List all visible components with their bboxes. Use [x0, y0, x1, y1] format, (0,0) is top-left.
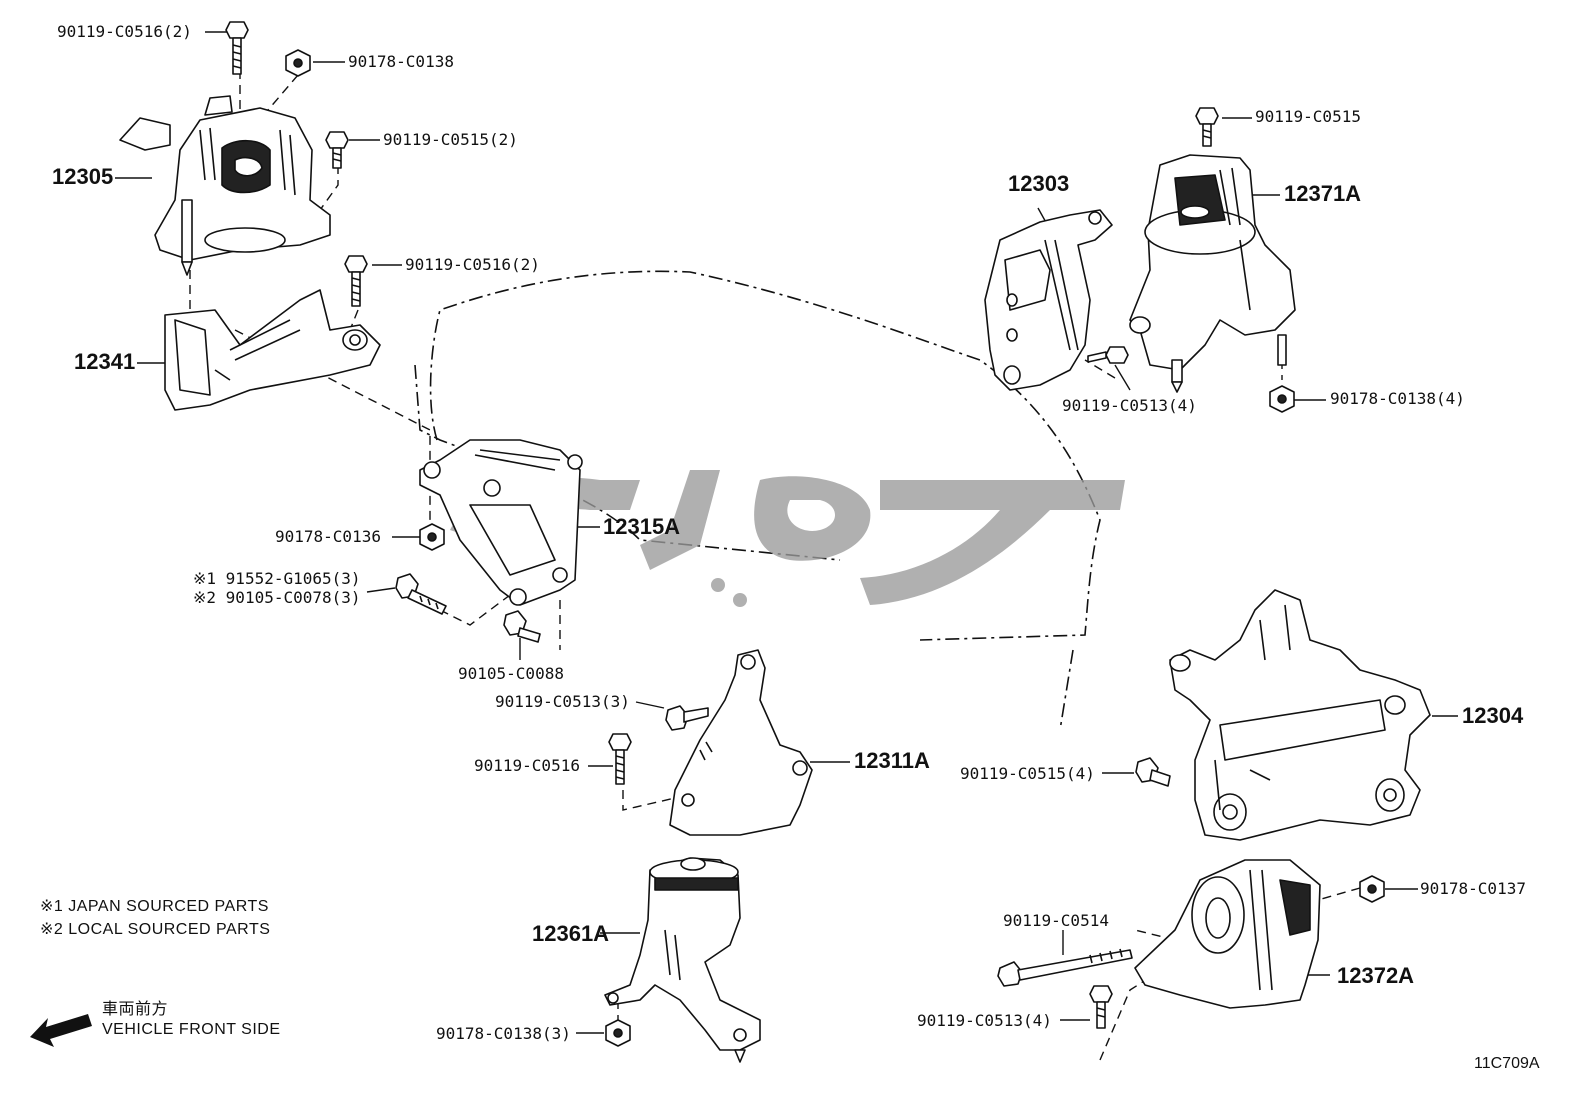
bolt-90119-C0514[interactable]	[997, 948, 1133, 987]
callout-12341: 12341	[74, 349, 136, 374]
bolt-90119-C0516-lower[interactable]	[608, 733, 632, 785]
callout-12311A: 12311A	[854, 748, 930, 773]
callout-90178-C0137: 90178-C0137	[1420, 879, 1526, 898]
callout-12304: 12304	[1462, 703, 1524, 728]
callout-90178-C0138-3: 90178-C0138(3)	[436, 1024, 571, 1043]
engine-outline-lower	[1059, 649, 1074, 731]
nut-90178-C0137[interactable]	[1359, 875, 1385, 903]
part-12361A-mount[interactable]	[604, 857, 761, 1063]
callout-90119-C0515-2: 90119-C0515(2)	[383, 130, 518, 149]
bolt-90119-C0515-upper[interactable]	[325, 131, 349, 169]
diagram-code: 11C709A	[1474, 1055, 1540, 1072]
engine-outline	[429, 270, 1101, 641]
callout-90119-C0515-4: 90119-C0515(4)	[960, 764, 1095, 783]
callout-90119-C0516-2-top: 90119-C0516(2)	[57, 22, 192, 41]
bolt-90119-C0513-bottom[interactable]	[1089, 985, 1113, 1029]
note-local-sourced: ※2 LOCAL SOURCED PARTS	[40, 921, 271, 938]
part-12303-bracket[interactable]	[984, 209, 1113, 391]
bolt-90119-C0516-top[interactable]	[225, 21, 249, 75]
bolt-91552-G1065[interactable]	[395, 573, 447, 615]
direction-label-jp: 車両前方	[102, 1001, 169, 1018]
bolt-90119-C0515-right[interactable]	[1195, 107, 1219, 147]
nut-90178-C0136[interactable]	[419, 523, 445, 551]
callout-12372A: 12372A	[1337, 963, 1415, 988]
part-12371A-mount[interactable]	[1129, 154, 1296, 393]
callout-12303: 12303	[1008, 171, 1070, 196]
callout-90119-C0516-2-mid: 90119-C0516(2)	[405, 255, 540, 274]
callout-90105-C0078-3: ※2 90105-C0078(3)	[193, 588, 361, 607]
callout-12305: 12305	[52, 164, 114, 189]
part-12305-mount[interactable]	[119, 95, 331, 276]
callout-90105-C0088: 90105-C0088	[458, 664, 564, 683]
bolt-90119-C0515-lower[interactable]	[1135, 757, 1171, 787]
callout-90178-C0138-4: 90178-C0138(4)	[1330, 389, 1465, 408]
nut-90178-C0138-right[interactable]	[1269, 385, 1295, 413]
callout-12315A: 12315A	[603, 514, 681, 539]
nut-90178-C0138-bottom[interactable]	[605, 1019, 631, 1047]
bolt-90119-C0513-upper[interactable]	[1087, 346, 1129, 364]
part-12304-bracket[interactable]	[1169, 589, 1431, 841]
part-12315A-bracket[interactable]	[419, 439, 583, 606]
nut-90178-C0138-top[interactable]	[285, 49, 311, 77]
callout-12361A: 12361A	[532, 921, 610, 946]
bolt-90119-C0513-mid[interactable]	[665, 705, 709, 731]
callout-90119-C0513-4-top: 90119-C0513(4)	[1062, 396, 1197, 415]
bolt-90119-C0516-mid[interactable]	[344, 255, 368, 307]
callout-90119-C0515-right: 90119-C0515	[1255, 107, 1361, 126]
part-12311A-bracket[interactable]	[669, 649, 813, 836]
watermark-mark-2	[640, 470, 720, 570]
arrow-icon	[30, 1014, 92, 1047]
vehicle-front-arrow	[30, 1014, 92, 1047]
watermark-mark-4	[860, 480, 1125, 605]
callout-90119-C0513-3: 90119-C0513(3)	[495, 692, 630, 711]
callout-91552-G1065-3: ※1 91552-G1065(3)	[193, 569, 361, 588]
callout-90119-C0514: 90119-C0514	[1003, 911, 1109, 930]
callout-90119-C0516: 90119-C0516	[474, 756, 580, 775]
watermark-dot-2	[733, 593, 747, 607]
watermark-dot-1	[711, 578, 725, 592]
direction-label-en: VEHICLE FRONT SIDE	[102, 1021, 281, 1038]
note-japan-sourced: ※1 JAPAN SOURCED PARTS	[40, 898, 269, 915]
bolt-90105-C0088[interactable]	[503, 610, 541, 643]
callout-90178-C0138-top: 90178-C0138	[348, 52, 454, 71]
callout-12371A: 12371A	[1284, 181, 1362, 206]
watermark-mark-3	[754, 476, 871, 561]
callout-90119-C0513-4-bottom: 90119-C0513(4)	[917, 1011, 1052, 1030]
part-12341-bracket[interactable]	[164, 289, 381, 411]
callout-90178-C0136: 90178-C0136	[275, 527, 381, 546]
part-12372A-mount[interactable]	[1134, 859, 1321, 1009]
